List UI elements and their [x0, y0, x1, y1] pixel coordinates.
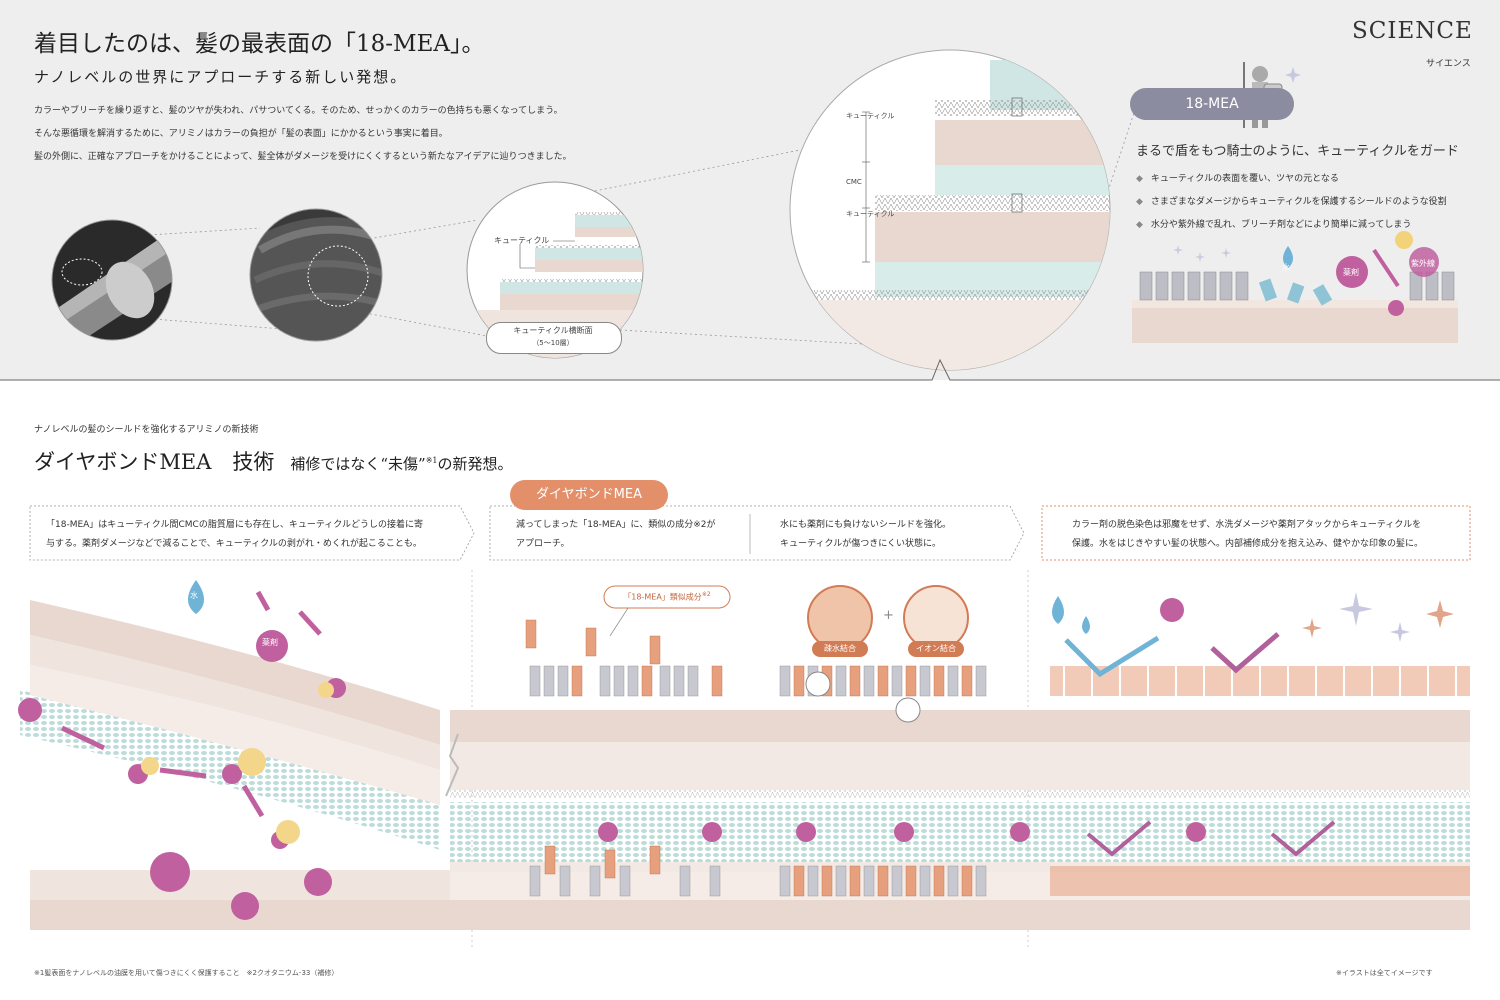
- diamond-icon: ◆: [1136, 220, 1143, 230]
- intro-line: そんな悪循環を解消するために、アリミノはカラーの負担が「髪の表面」にかかるという…: [34, 129, 448, 139]
- water-drop-icon: [1052, 596, 1064, 624]
- hair-layers-illustration: [18, 570, 1470, 950]
- page-subtitle: ナノレベルの世界にアプローチする新しい発想。: [34, 68, 408, 86]
- orange-knights: [525, 619, 973, 897]
- water-label: 水: [190, 591, 198, 600]
- sem-closeup-circle: [249, 208, 383, 342]
- section-title: ダイヤボンドMEA 技術補修ではなく“未傷”※1の新発想。: [34, 450, 513, 474]
- repel-arrow: [1210, 632, 1280, 674]
- hair-zoom-illustration: [0, 49, 1500, 381]
- hydrophobic-bond-circle: [807, 585, 873, 651]
- cross-section-sub: （5〜10層）: [532, 339, 574, 347]
- cuticle-layers-circle: [789, 49, 1111, 371]
- mea-pill: 18-MEA: [1130, 88, 1294, 120]
- water-drop-icon: [1082, 616, 1090, 634]
- ionic-label: イオン結合: [916, 644, 956, 653]
- cross-section-badge: [486, 322, 622, 354]
- damage-arrows: [60, 590, 322, 818]
- box-left: 「18-MEA」はキューティクル間CMCの脂質層にも存在し、キューティクルどうし…: [46, 520, 424, 549]
- cross-section-label: キューティクル横断面: [513, 326, 593, 335]
- plus-sign: +: [883, 608, 894, 623]
- vertical-cuticle-label: キューティクル: [846, 112, 894, 121]
- cuticle-label: キューティクル: [494, 236, 550, 245]
- intro-line: 髪の外側に、正確なアプローチをかけることによって、髪全体がダメージを受けにくくす…: [34, 152, 572, 162]
- footnote-left: ※1髪表面をナノレベルの油膜を用いて傷つきにくく保護すること ※2クオタニウム-…: [34, 969, 339, 977]
- section-caption: ナノレベルの髪のシールドを強化するアリミノの新技術: [34, 425, 259, 435]
- box-mid-b: 水にも薬剤にも負けないシールドを強化。キューティクルが傷つきにくい状態に。: [780, 520, 952, 549]
- similar-component-label: 「18-MEA」類似成分※2: [623, 591, 711, 602]
- hydrophobic-label: 疎水結合: [824, 644, 856, 653]
- brand-title: SCIENCE: [1352, 18, 1473, 44]
- sem-hair-circle: [51, 219, 173, 341]
- diamond-icon: ◆: [1136, 174, 1143, 184]
- ionic-bond-circle: [903, 585, 969, 651]
- knight-bullet: ◆さまざまなダメージからキューティクルを保護するシールドのような役割: [1136, 197, 1447, 207]
- repel-arrow: [1064, 635, 1160, 678]
- diamond-icon: ◆: [1136, 197, 1143, 207]
- knight-rows: [529, 665, 987, 897]
- water-badge: 水: [1282, 263, 1290, 272]
- step-boxes: [29, 505, 1471, 561]
- knight-bullet: ◆キューティクルの表面を覆い、ツヤの元となる: [1136, 174, 1339, 184]
- intro-line: カラーやブリーチを繰り返すと、髪のツヤが失われ、パサついてくる。そのため、せっか…: [34, 106, 563, 116]
- diamond-mea-pill: ダイヤボンドMEA: [510, 480, 668, 510]
- vertical-cmc-label: CMC: [846, 178, 862, 186]
- chem-badge: 薬剤: [1343, 268, 1359, 277]
- footnote-right: ※イラストは全てイメージです: [1336, 969, 1433, 977]
- sparkle-icons: [1302, 600, 1454, 638]
- chem-label: 薬剤: [262, 638, 278, 647]
- retain-arrow: [1270, 820, 1336, 857]
- knight-bullet: ◆水分や紫外線で乱れ、ブリーチ剤などにより簡単に減ってしまう: [1136, 220, 1412, 230]
- right-knight-rows: [1050, 666, 1470, 896]
- box-mid-a: 減ってしまった「18-MEA」に、類似の成分※2がアプローチ。: [516, 520, 716, 549]
- knight-shield-scene: [1132, 231, 1458, 343]
- intro-text: カラーやブリーチを繰り返すと、髪のツヤが失われ、パサついてくる。そのため、せっか…: [34, 100, 654, 169]
- knight-heading: まるで盾をもつ騎士のように、キューティクルをガード: [1136, 144, 1459, 159]
- water-drop-icon: [188, 580, 204, 614]
- box-right: カラー剤の脱色染色は邪魔をせず、水洗ダメージや薬剤アタックからキューティクルを保…: [1072, 520, 1424, 549]
- crack: [445, 733, 460, 797]
- vertical-cuticle-label-2: キューティクル: [846, 210, 894, 219]
- page-title: 着目したのは、髪の最表面の「18-MEA」。: [34, 31, 485, 57]
- retain-arrow: [1086, 820, 1152, 857]
- chem-particles: [18, 598, 1206, 920]
- uv-bursts: [141, 682, 334, 844]
- uv-badge: 紫外線: [1411, 259, 1435, 268]
- brand-subtitle: サイエンス: [1426, 59, 1471, 69]
